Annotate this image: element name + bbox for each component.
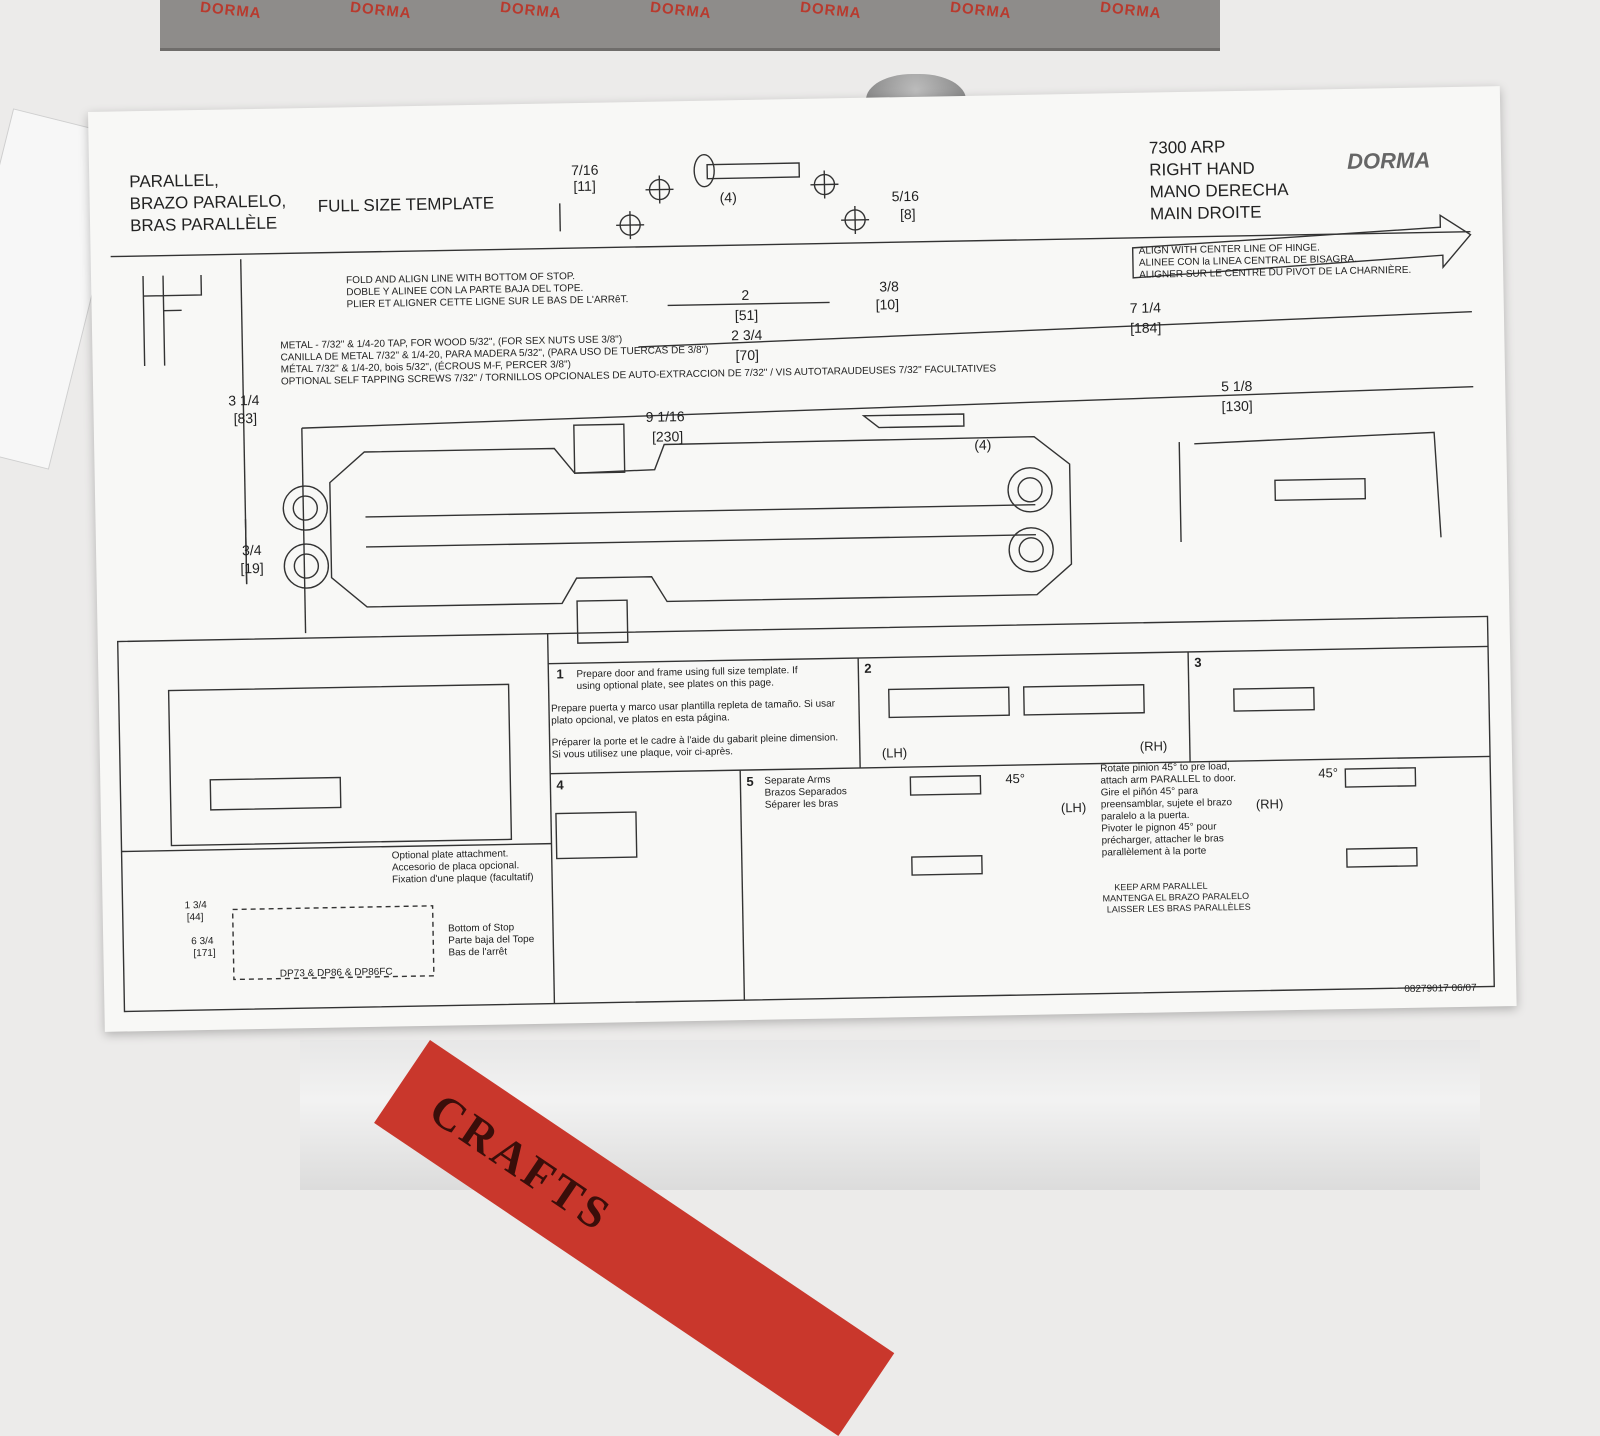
dim-label: [51] bbox=[734, 306, 759, 324]
step5-text: Séparer les bras bbox=[764, 798, 839, 811]
plate-models: DP73 & DP86 & DP86FC bbox=[279, 966, 393, 980]
template-drawing bbox=[110, 154, 1495, 1013]
box-logo: DORMA bbox=[499, 0, 563, 23]
handing-label: (LH) bbox=[1060, 799, 1087, 816]
dim-label: [8] bbox=[899, 205, 916, 223]
footer-code: 08279017 06/07 bbox=[1404, 982, 1477, 996]
plate-dim: 6 3/4 bbox=[191, 935, 214, 948]
handing-label: (RH) bbox=[1255, 796, 1284, 812]
dim-label: (4) bbox=[719, 189, 737, 206]
dim-label: [184] bbox=[1129, 319, 1162, 336]
model-line: MAIN DROITE bbox=[1149, 202, 1262, 224]
model-line: 7300 ARP bbox=[1148, 137, 1226, 158]
dim-label: 3/4 bbox=[241, 541, 262, 559]
dim-label: [19] bbox=[240, 559, 264, 577]
box-logo: DORMA bbox=[349, 0, 413, 23]
step-number: 1 bbox=[556, 666, 564, 682]
dim-label: [230] bbox=[651, 428, 684, 445]
box-logo: DORMA bbox=[199, 0, 263, 23]
header-left-line: BRAS PARALLÈLE bbox=[129, 213, 278, 236]
dim-label: 3 1/4 bbox=[228, 391, 260, 409]
dim-label: [11] bbox=[573, 177, 596, 195]
step-number: 3 bbox=[1194, 654, 1202, 670]
plate-dim: [44] bbox=[186, 912, 204, 924]
header-left-line: PARALLEL, bbox=[129, 170, 219, 192]
handing-label: (RH) bbox=[1139, 738, 1168, 754]
box-logo: DORMA bbox=[799, 0, 863, 23]
dim-label: 7 1/4 bbox=[1129, 299, 1162, 316]
model-line: RIGHT HAND bbox=[1149, 158, 1255, 180]
dim-label: [130] bbox=[1221, 397, 1253, 415]
plate-dim: [171] bbox=[193, 947, 216, 960]
template-sheet: PARALLEL, BRAZO PARALELO, BRAS PARALLÈLE… bbox=[88, 86, 1517, 1032]
dim-label: 3/8 bbox=[879, 278, 899, 295]
template-title: FULL SIZE TEMPLATE bbox=[317, 193, 495, 216]
dim-label: 5/16 bbox=[891, 187, 920, 205]
bottom-of-stop-text: Bas de l'arrêt bbox=[448, 946, 508, 959]
angle-label: 45° bbox=[1318, 765, 1339, 781]
angle-label: 45° bbox=[1005, 770, 1026, 787]
step-number: 5 bbox=[746, 773, 754, 790]
handing-label: (LH) bbox=[881, 745, 908, 761]
plate-dim: 1 3/4 bbox=[184, 899, 207, 912]
bottom-of-stop-text: Parte baja del Tope bbox=[448, 933, 535, 947]
dim-label: (4) bbox=[974, 436, 992, 453]
dim-label: 2 3/4 bbox=[731, 326, 763, 344]
box-logo: DORMA bbox=[949, 0, 1013, 23]
step-number: 2 bbox=[864, 660, 872, 676]
dim-label: [10] bbox=[875, 296, 900, 313]
rotate-text: parallèlement à la porte bbox=[1101, 845, 1207, 859]
model-line: MANO DERECHA bbox=[1149, 180, 1289, 202]
header-left-line: BRAZO PARALELO, bbox=[129, 191, 287, 214]
dim-label: [70] bbox=[735, 346, 760, 364]
box-logo: DORMA bbox=[649, 0, 713, 23]
step-number: 4 bbox=[556, 777, 564, 793]
dim-label: 9 1/16 bbox=[645, 408, 685, 425]
product-box-lid: DORMA DORMA DORMA DORMA DORMA DORMA DORM… bbox=[160, 0, 1220, 51]
box-logo: DORMA bbox=[1099, 0, 1163, 23]
dim-label: 2 bbox=[741, 286, 750, 304]
dim-label: 5 1/8 bbox=[1221, 377, 1253, 395]
dorma-logo: DORMA bbox=[1346, 147, 1431, 174]
dim-label: [83] bbox=[233, 409, 258, 427]
